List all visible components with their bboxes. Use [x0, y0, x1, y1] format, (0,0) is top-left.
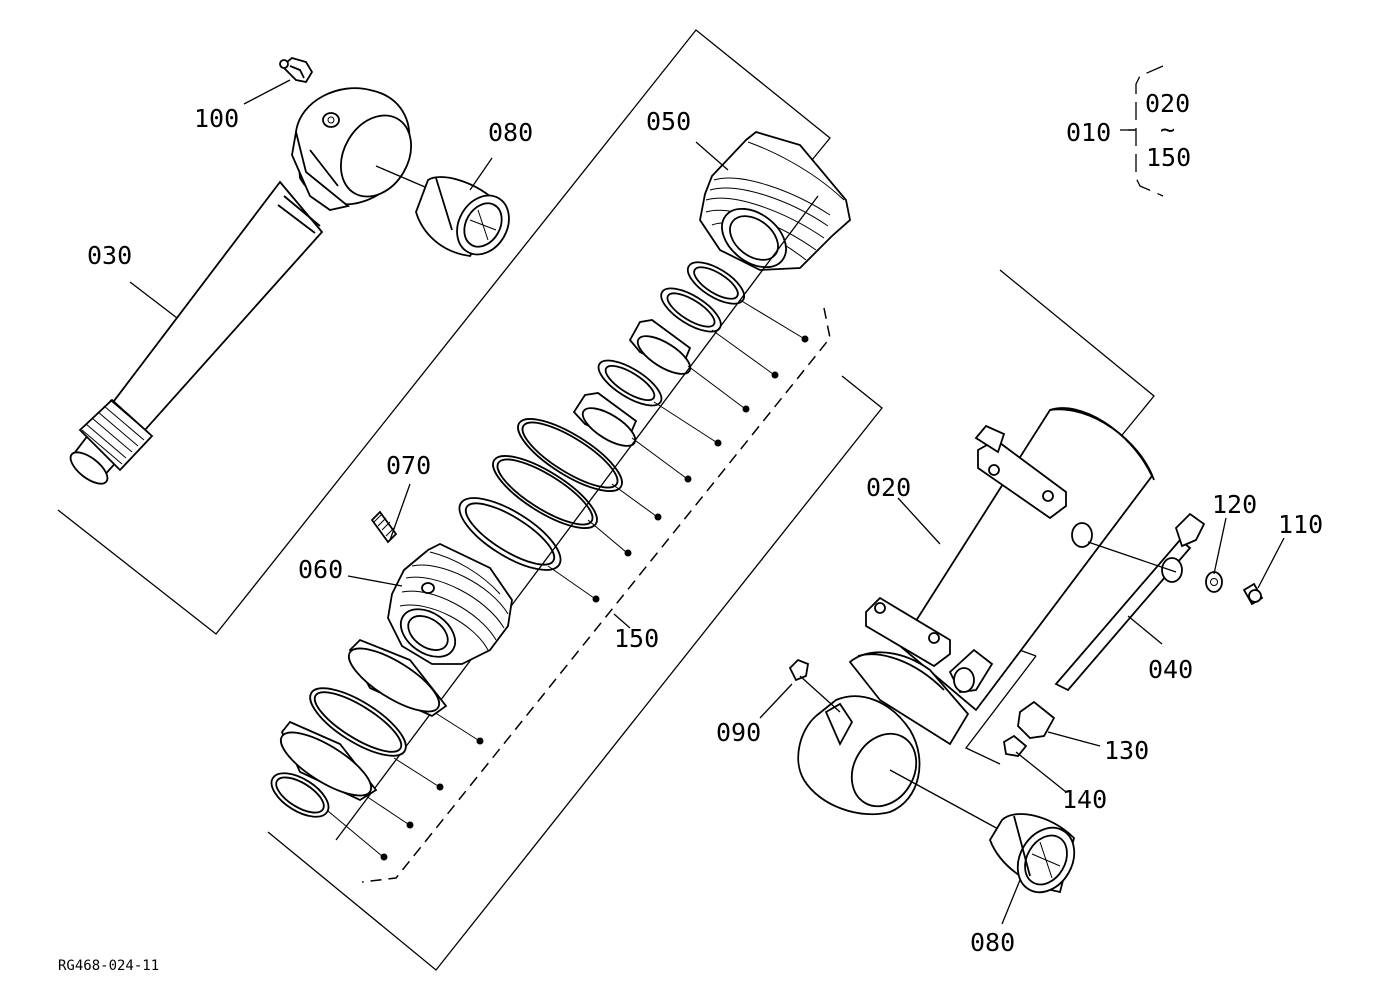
frame-tube-bottom [964, 655, 1037, 765]
frame-tube-top [999, 269, 1155, 441]
leader-130 [1047, 731, 1101, 747]
label-030: 030 [87, 241, 132, 270]
label-110: 110 [1278, 510, 1323, 539]
label-120: 120 [1212, 490, 1257, 519]
axis-piston [335, 195, 819, 841]
grease-nipple-090 [788, 658, 810, 682]
piston-060 [387, 542, 513, 665]
leader-150 [613, 613, 631, 629]
frame-rod-group [57, 29, 831, 635]
cylinder-tube-020 [797, 407, 1155, 816]
bolt-110 [1242, 582, 1264, 606]
bracket-150 [361, 307, 831, 883]
label-150-range-end: 150 [1146, 143, 1191, 172]
leader-110 [1257, 537, 1285, 589]
nut-130 [1017, 700, 1056, 739]
leader-080-top [469, 157, 493, 191]
set-screw-070 [370, 510, 398, 544]
label-range-tilde: ~ [1160, 115, 1175, 144]
cylinder-head-050 [699, 131, 851, 271]
leader-070 [389, 483, 411, 541]
label-070: 070 [386, 451, 431, 480]
bushing-080-top [415, 176, 510, 257]
frame-piston-group [267, 375, 883, 971]
label-080-bottom: 080 [970, 928, 1015, 957]
leaders-seal-set [321, 299, 809, 861]
leader-120 [1213, 517, 1227, 575]
label-020: 020 [866, 473, 911, 502]
fitting-140 [1003, 734, 1028, 757]
label-060: 060 [298, 555, 343, 584]
seal-rings-head [458, 261, 746, 571]
leader-040 [1127, 615, 1163, 645]
leader-030 [129, 281, 178, 319]
grease-nipple-100 [279, 57, 314, 84]
label-050: 050 [646, 107, 691, 136]
label-140: 140 [1062, 785, 1107, 814]
label-080-top: 080 [488, 118, 533, 147]
axis-pipe-port [1087, 541, 1177, 573]
leader-050 [695, 141, 729, 171]
leader-140 [1015, 751, 1067, 793]
label-130: 130 [1104, 736, 1149, 765]
piston-rod-030 [69, 87, 412, 485]
washer-120 [1205, 571, 1223, 593]
leader-020 [897, 497, 941, 545]
assembly-bracket [1120, 65, 1164, 197]
axis-nipple-090 [799, 675, 841, 713]
drawing-code: RG468-024-11 [58, 958, 159, 974]
leader-060 [347, 575, 403, 587]
label-010: 010 [1066, 118, 1111, 147]
leader-080-bottom [1001, 879, 1021, 925]
axis-bushing-bottom [889, 769, 1001, 831]
label-090: 090 [716, 718, 761, 747]
axis-bushing-top [375, 165, 433, 191]
label-100: 100 [194, 104, 239, 133]
label-150: 150 [614, 624, 659, 653]
leader-100 [243, 79, 291, 105]
leader-090 [759, 683, 793, 719]
label-040: 040 [1148, 655, 1193, 684]
label-020-range-start: 020 [1145, 89, 1190, 118]
seal-rings-piston [270, 638, 448, 818]
bushing-080-bottom [989, 813, 1076, 894]
